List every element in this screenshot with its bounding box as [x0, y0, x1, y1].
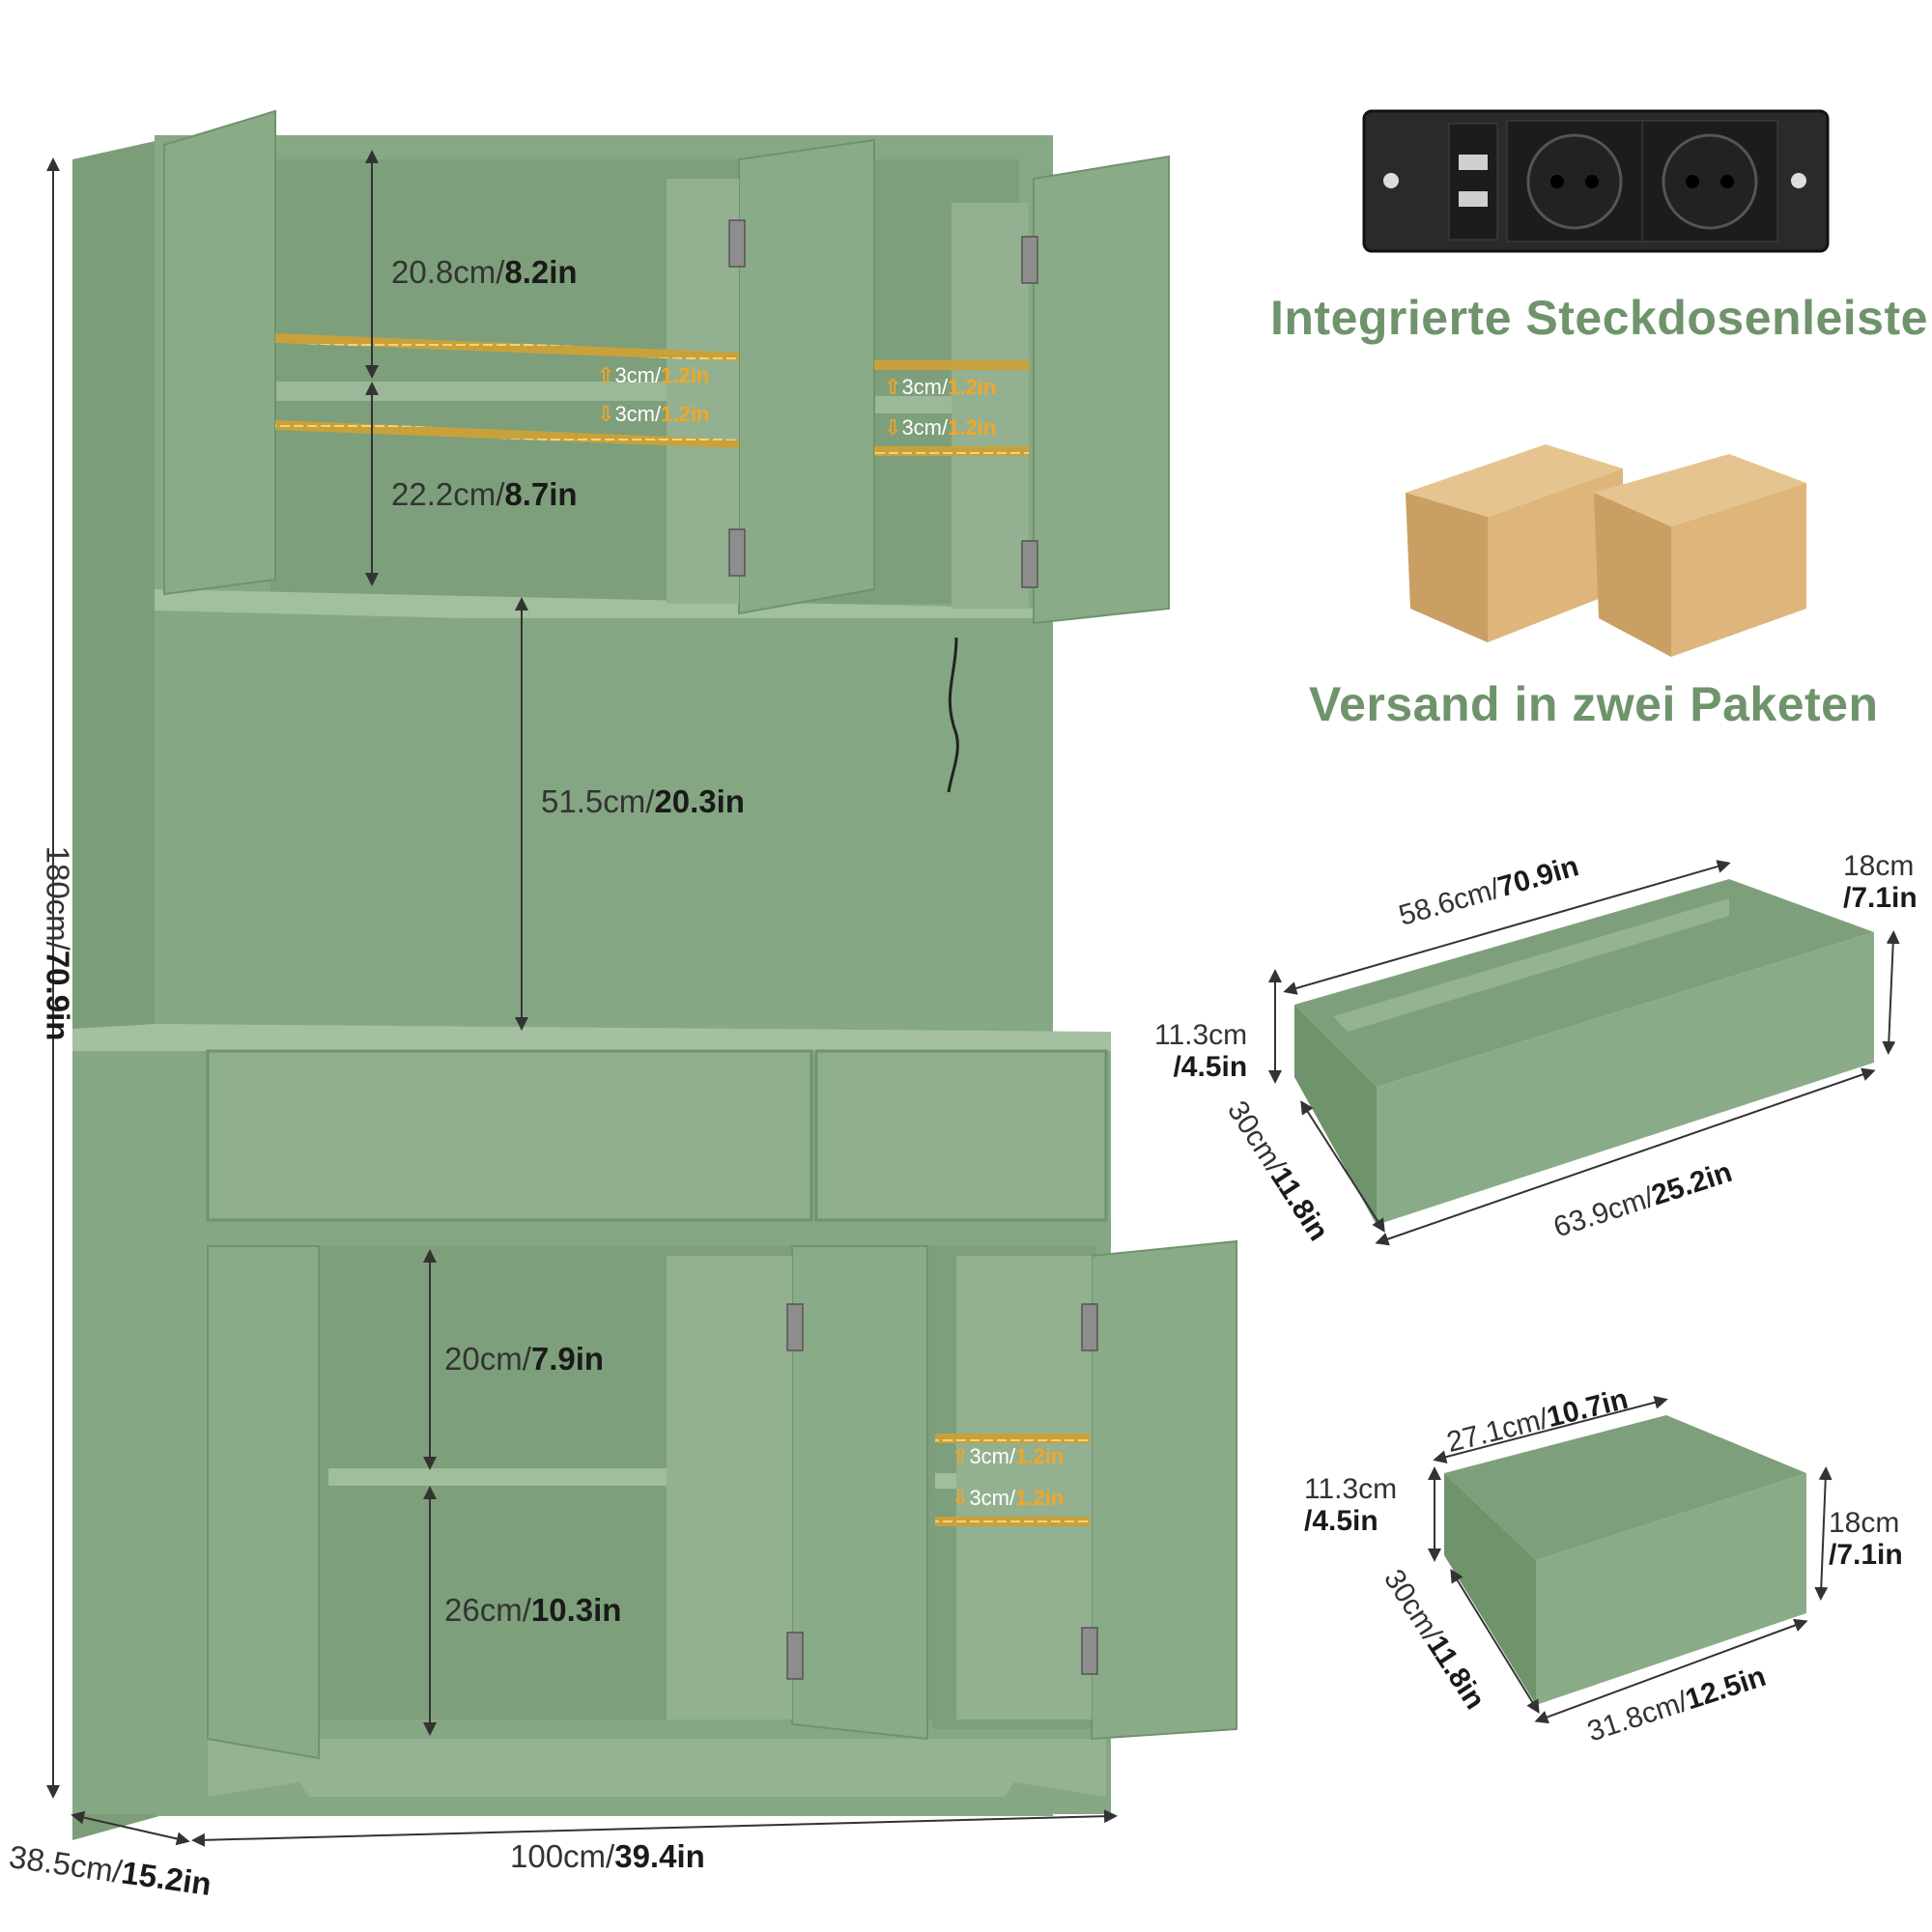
large-drawer-outer-height: 18cm/7.1in: [1843, 850, 1918, 914]
adjust-up-label-2: ⇧3cm/1.2in: [884, 375, 997, 399]
small-drawer: [1444, 1415, 1806, 1705]
shipping-title: Versand in zwei Paketen: [1309, 677, 1879, 731]
small-drawer-inner-height: 11.3cm/4.5in: [1304, 1473, 1398, 1537]
small-drawer-outer-height: 18cm/7.1in: [1829, 1507, 1903, 1571]
cabinet: [72, 109, 1237, 1840]
power-strip-title: Integrierte Steckdosenleiste: [1270, 291, 1928, 345]
large-drawer-dimension-lines: [1268, 860, 1900, 1246]
adjust-up-label-3: ⇧3cm/1.2in: [952, 1444, 1065, 1468]
power-strip: [1362, 109, 1830, 253]
small-drawer-dimension-lines: [1428, 1395, 1833, 1724]
adjust-down-label-1: ⇩3cm/1.2in: [597, 402, 710, 426]
bottom-lower-height-label: 26cm/10.3in: [444, 1592, 622, 1628]
bottom-upper-height-label: 20cm/7.9in: [444, 1341, 605, 1377]
top-upper-height-label: 20.8cm/8.2in: [391, 254, 578, 290]
large-drawer-inner-height: 11.3cm/4.5in: [1154, 1019, 1248, 1083]
adjust-down-label-3: ⇩3cm/1.2in: [952, 1486, 1065, 1510]
cabinet-height-label: 180cm/70.9in: [40, 845, 76, 1041]
large-drawer: [1294, 879, 1874, 1225]
shipping-boxes: [1406, 444, 1806, 657]
adjust-up-label-1: ⇧3cm/1.2in: [597, 363, 710, 387]
open-shelf-height-label: 51.5cm/20.3in: [541, 783, 745, 819]
shelf-adjust-markers: [275, 333, 1090, 1526]
cabinet-width-label: 100cm/39.4in: [510, 1838, 705, 1874]
cabinet-dimension-lines: [46, 150, 1118, 1847]
top-lower-height-label: 22.2cm/8.7in: [391, 476, 578, 512]
adjust-down-label-2: ⇩3cm/1.2in: [884, 415, 997, 440]
